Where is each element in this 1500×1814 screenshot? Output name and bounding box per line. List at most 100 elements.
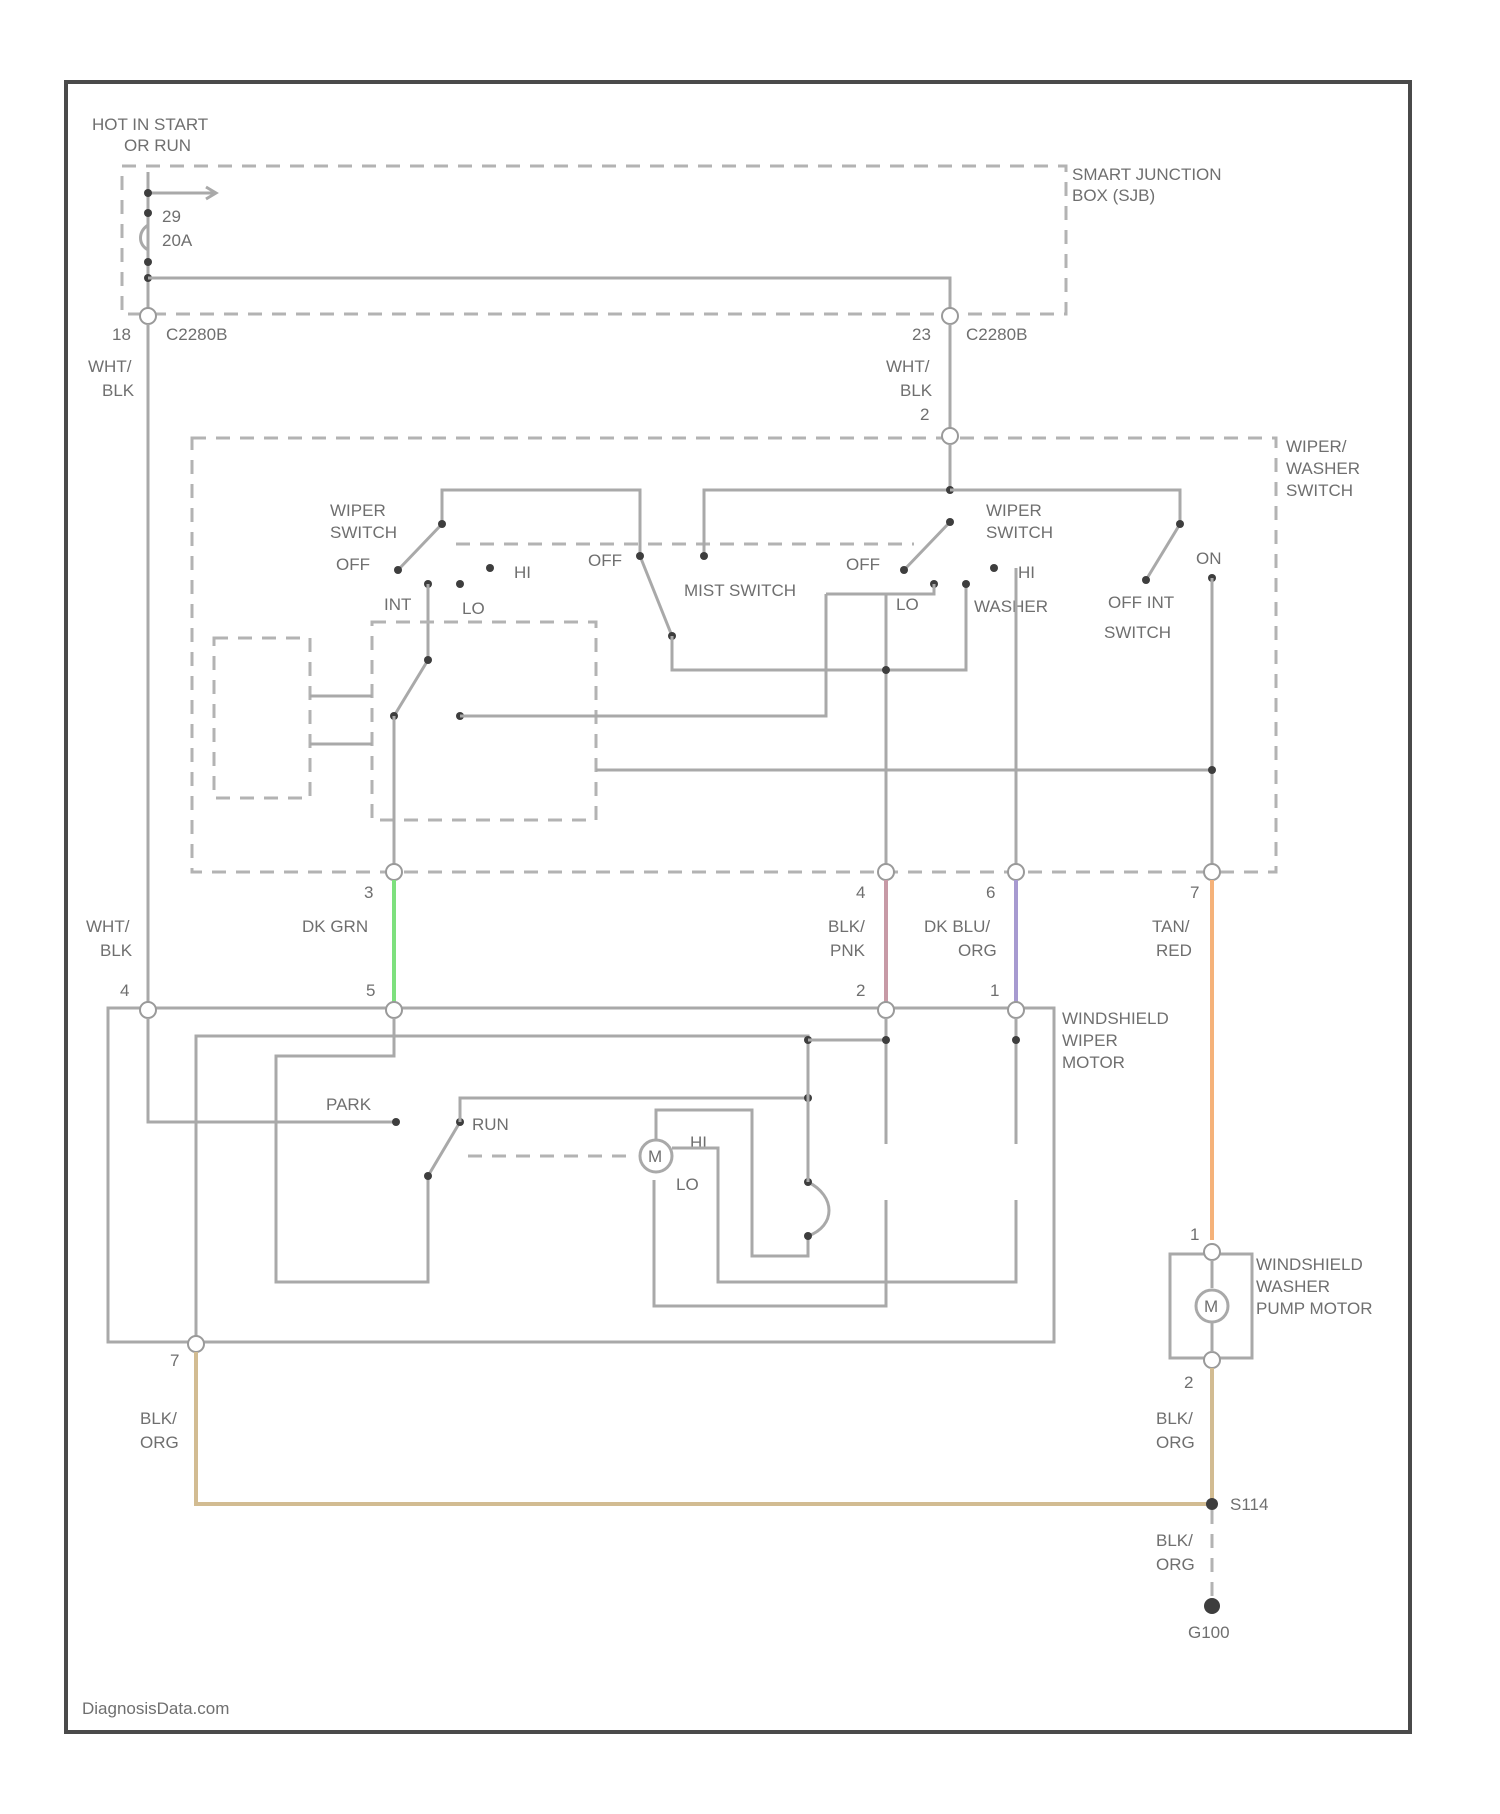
smart-junction-box-outline [122, 166, 1066, 314]
sjb-left-pin: 18 [112, 325, 131, 344]
junction-box-label-line2: BOX (SJB) [1072, 186, 1155, 205]
run-label: RUN [472, 1115, 509, 1134]
pump-pin-2: 2 [1184, 1373, 1193, 1392]
motor-ground-connector [188, 1336, 204, 1352]
relay-coil-feed [460, 594, 826, 716]
off-int-switch-pivot [1176, 520, 1184, 528]
interval-module-outline [372, 622, 596, 820]
left-switch-lo-contact [456, 580, 464, 588]
mist-switch-blade [640, 556, 672, 636]
motor-pin-5: 5 [366, 981, 375, 1000]
right-switch-hi-contact [990, 564, 998, 572]
washer-label: WASHER [974, 597, 1048, 616]
left-switch-hi-contact [486, 564, 494, 572]
left-switch-int-label: INT [384, 595, 411, 614]
switch-input-pin: 2 [920, 405, 929, 424]
wire-label-blk-pnk-2: PNK [830, 941, 866, 960]
breaker-bottom-dot [804, 1232, 812, 1240]
relay-contact-upper [424, 656, 432, 664]
sjb-left-connector [140, 308, 156, 324]
wiper-motor-lo: LO [676, 1175, 699, 1194]
lo-junction-dot [882, 666, 890, 674]
left-switch-feed [442, 490, 640, 556]
sjb-left-connector-id: C2280B [166, 325, 227, 344]
wire-label-wht-blk-lower-1: WHT/ [86, 917, 130, 936]
fuse-terminal-bottom [144, 258, 152, 266]
sjb-right-connector [942, 308, 958, 324]
pump-label-1: WINDSHIELD [1256, 1255, 1363, 1274]
left-wiper-switch-label-2: SWITCH [330, 523, 397, 542]
off-int-switch-feed [950, 490, 1180, 524]
timer-circuit-outline [214, 638, 310, 798]
supply-label-line2: OR RUN [124, 136, 191, 155]
wire-label-wht-blk-right-1: WHT/ [886, 357, 930, 376]
motor-pin2-junction [882, 1036, 890, 1044]
wire-label-wht-blk-right-2: BLK [900, 381, 933, 400]
switch-label-line2: WASHER [1286, 459, 1360, 478]
left-switch-hi-label: HI [514, 563, 531, 582]
off-int-switch-contact [1142, 576, 1150, 584]
right-switch-off-contact [900, 566, 908, 574]
pump-connector-2 [1204, 1352, 1220, 1368]
mist-switch-pivot [636, 552, 644, 560]
off-int-switch-blade [1146, 524, 1180, 580]
motor-pin1-junction [1012, 1036, 1020, 1044]
right-switch-off-label: OFF [846, 555, 880, 574]
wire-label-dk-blu-org-2: ORG [958, 941, 997, 960]
sjb-right-pin: 23 [912, 325, 931, 344]
right-switch-pivot [946, 518, 954, 526]
mist-switch-off-label: OFF [588, 551, 622, 570]
wire-label-dk-grn: DK GRN [302, 917, 368, 936]
wiper-motor-label-3: MOTOR [1062, 1053, 1125, 1072]
wiper-motor-hi-lead [672, 1148, 718, 1176]
motor-ground-pin: 7 [170, 1351, 179, 1370]
left-wiper-switch-label-1: WIPER [330, 501, 386, 520]
motor-connector-1 [1008, 1002, 1024, 1018]
fuse-terminal-top [144, 189, 152, 197]
park-switch-blade [428, 1122, 460, 1176]
wire-label-wht-blk-left-2: BLK [102, 381, 135, 400]
pump-label-2: WASHER [1256, 1277, 1330, 1296]
motor-connector-4 [140, 1002, 156, 1018]
off-int-switch-label: SWITCH [1104, 623, 1171, 642]
motor-pin-1: 1 [990, 981, 999, 1000]
wire-blk-org-motor-ground [196, 1352, 1212, 1504]
switch-output-connector-3 [386, 864, 402, 880]
switch-output-connector-4 [878, 864, 894, 880]
right-switch-blade [904, 522, 950, 570]
park-contact [392, 1118, 400, 1126]
wire-label-blk-org-pump-1: BLK/ [1156, 1409, 1193, 1428]
switch-label-line3: SWITCH [1286, 481, 1353, 500]
right-switch-hi-label: HI [1018, 563, 1035, 582]
wire-label-blk-org-left-1: BLK/ [140, 1409, 177, 1428]
junction-box-label-line1: SMART JUNCTION [1072, 165, 1222, 184]
fuse-rating: 20A [162, 231, 193, 250]
switch-label-line1: WIPER/ [1286, 437, 1347, 456]
wire-label-tan-red-1: TAN/ [1152, 917, 1190, 936]
right-switch-feed-dot [700, 552, 708, 560]
right-switch-feed [704, 444, 950, 556]
wire-label-blk-org-left-2: ORG [140, 1433, 179, 1452]
sjb-right-connector-id: C2280B [966, 325, 1027, 344]
diagram-frame [66, 82, 1410, 1732]
pump-connector-1 [1204, 1244, 1220, 1260]
motor-connector-2 [878, 1002, 894, 1018]
left-switch-pivot [438, 520, 446, 528]
wire-label-wht-blk-left-1: WHT/ [88, 357, 132, 376]
right-wiper-switch-label-2: SWITCH [986, 523, 1053, 542]
fuse-id: 29 [162, 207, 181, 226]
park-label: PARK [326, 1095, 372, 1114]
switch-output-pin-6: 6 [986, 883, 995, 902]
wire-label-wht-blk-lower-2: BLK [100, 941, 133, 960]
left-switch-off-contact [394, 566, 402, 574]
washer-sense-junction [1208, 766, 1216, 774]
right-switch-lo-label: LO [896, 595, 919, 614]
ground-icon [1204, 1598, 1220, 1614]
sjb-internal-bus [148, 278, 950, 314]
off-int-label: OFF INT [1108, 593, 1174, 612]
relay-contact-blade [394, 660, 428, 716]
motor-pin5-loop [276, 1018, 428, 1282]
switch-input-connector [942, 428, 958, 444]
pump-pin-1: 1 [1190, 1225, 1199, 1244]
